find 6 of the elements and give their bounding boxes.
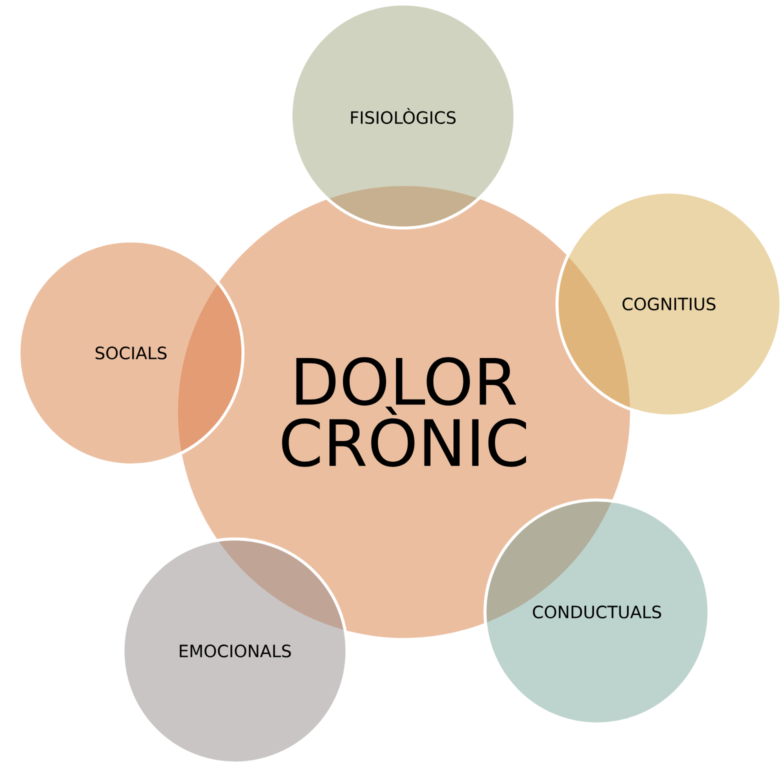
node-label: SOCIALS [96,346,167,360]
circle-node: COGNITIUS [556,190,782,418]
circle-node: FISIOLÒGICS [290,2,516,230]
circle-node: CONDUCTUALS [484,498,710,726]
circle-node: EMOCIONALS [122,538,348,762]
circle-node: SOCIALS [18,240,244,466]
